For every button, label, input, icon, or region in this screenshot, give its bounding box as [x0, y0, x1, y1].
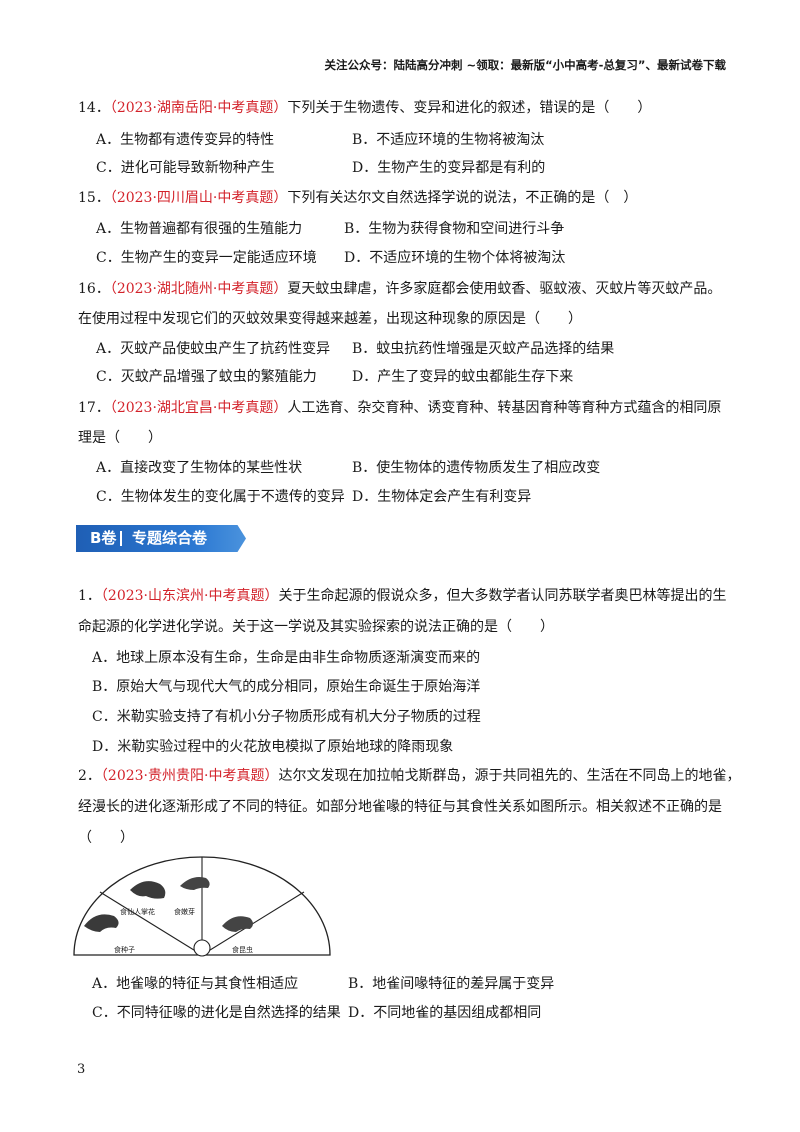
b1-option-a: A．地球上原本没有生命，生命是由非生命物质逐渐演变而来的 — [92, 650, 481, 666]
q17-option-a: A．直接改变了生物体的某些性状 — [96, 460, 303, 476]
question-17-stem-line2: 理是（ ） — [78, 430, 162, 446]
finch-head-icon — [222, 916, 253, 932]
b1-option-b: B．原始大气与现代大气的成分相同，原始生命诞生于原始海洋 — [92, 679, 481, 695]
b2-option-c: C．不同特征喙的进化是自然选择的结果 — [92, 1005, 341, 1021]
question-text: 下列有关达尔文自然选择学说的说法，不正确的是（ ） — [287, 190, 638, 206]
question-text: 达尔文发现在加拉帕戈斯群岛，源于共同祖先的、生活在不同岛上的地雀， — [278, 768, 741, 784]
question-text: 下列关于生物遗传、变异和进化的叙述，错误的是（ ） — [287, 100, 652, 116]
question-source: （2023·湖北随州·中考真题） — [109, 281, 288, 297]
q17-option-c: C．生物体发生的变化属于不遗传的变异 — [96, 489, 345, 505]
page-number: 3 — [77, 1062, 86, 1077]
divider-line — [201, 891, 305, 956]
figure-label: 食昆虫 — [232, 945, 253, 954]
finch-head-icon — [84, 914, 119, 932]
q16-option-c: C．灭蚊产品增强了蚊虫的繁殖能力 — [96, 369, 317, 385]
center-circle — [193, 939, 211, 957]
question-source: （2023·湖南岳阳·中考真题） — [109, 100, 288, 116]
q16-option-b: B．蚊虫抗药性增强是灭蚊产品选择的结果 — [352, 341, 615, 357]
q15-option-d: D．不适应环境的生物个体将被淘汰 — [344, 250, 566, 266]
question-number: 1． — [78, 588, 101, 604]
b1-option-c: C．米勒实验支持了有机小分子物质形成有机大分子物质的过程 — [92, 709, 481, 725]
question-16-stem-line2: 在使用过程中发现它们的灭蚊效果变得越来越差，出现这种现象的原因是（ ） — [78, 311, 582, 327]
question-b1-stem: 1．（2023·山东滨州·中考真题）关于生命起源的假说众多，但大多数学者认同苏联… — [78, 586, 726, 606]
banner-divider — [120, 531, 122, 546]
q17-option-b: B．使生物体的遗传物质发生了相应改变 — [352, 460, 601, 476]
banner-label: B卷 — [90, 529, 117, 547]
q16-option-d: D．产生了变异的蚊虫都能生存下来 — [352, 369, 574, 385]
figure-label: 食嫩芽 — [174, 907, 195, 916]
question-text: 人工选育、杂交育种、诱变育种、转基因育种等育种方式蕴含的相同原 — [287, 400, 722, 416]
figure-label: 食种子 — [114, 945, 135, 954]
q14-option-a: A．生物都有遗传变异的特性 — [96, 132, 275, 148]
q14-option-d: D．生物产生的变异都是有利的 — [352, 160, 546, 176]
question-16-stem: 16．（2023·湖北随州·中考真题）夏天蚊虫肆虐，许多家庭都会使用蚊香、驱蚊液… — [78, 279, 721, 299]
question-number: 15． — [78, 190, 110, 206]
q17-option-d: D．生物体定会产生有利变异 — [352, 489, 532, 505]
question-source: （2023·山东滨州·中考真题） — [100, 588, 279, 604]
question-source: （2023·贵州贵阳·中考真题） — [100, 768, 279, 784]
q16-option-a: A．灭蚊产品使蚊虫产生了抗药性变异 — [96, 341, 331, 357]
page-header: 关注公众号：陆陆高分冲刺 ~领取：最新版“小中高考-总复习”、最新试卷下载 — [324, 58, 726, 72]
finch-beak-diagram: 食仙人掌花 食嫩芽 食种子 食昆虫 — [73, 856, 331, 957]
question-number: 2． — [78, 768, 101, 784]
figure-label: 食仙人掌花 — [120, 907, 155, 916]
question-number: 17． — [78, 400, 110, 416]
question-15-stem: 15．（2023·四川眉山·中考真题）下列有关达尔文自然选择学说的说法，不正确的… — [78, 188, 637, 208]
finch-head-icon — [130, 881, 166, 899]
q15-option-a: A．生物普遍都有很强的生殖能力 — [96, 221, 303, 237]
question-b1-stem-line2: 命起源的化学进化学说。关于这一学说及其实验探索的说法正确的是（ ） — [78, 619, 554, 635]
q15-option-c: C．生物产生的变异一定能适应环境 — [96, 250, 317, 266]
question-source: （2023·四川眉山·中考真题） — [109, 190, 288, 206]
b1-option-d: D．米勒实验过程中的火花放电模拟了原始地球的降雨现象 — [92, 739, 454, 755]
question-source: （2023·湖北宜昌·中考真题） — [109, 400, 288, 416]
banner-title: 专题综合卷 — [132, 529, 208, 547]
question-number: 14． — [78, 100, 110, 116]
question-b2-stem: 2．（2023·贵州贵阳·中考真题）达尔文发现在加拉帕戈斯群岛，源于共同祖先的、… — [78, 766, 740, 786]
b2-option-a: A．地雀喙的特征与其食性相适应 — [92, 976, 299, 992]
q14-option-c: C．进化可能导致新物种产生 — [96, 160, 275, 176]
q15-option-b: B．生物为获得食物和空间进行斗争 — [344, 221, 565, 237]
q14-option-b: B．不适应环境的生物将被淘汰 — [352, 132, 545, 148]
b2-option-d: D．不同地雀的基因组成都相同 — [348, 1005, 542, 1021]
question-text: 夏天蚊虫肆虐，许多家庭都会使用蚊香、驱蚊液、灭蚊片等灭蚊产品。 — [287, 281, 722, 297]
divider-line — [99, 891, 203, 956]
question-b2-stem-line3: （ ） — [78, 830, 134, 846]
question-number: 16． — [78, 281, 110, 297]
question-text: 关于生命起源的假说众多，但大多数学者认同苏联学者奥巴林等提出的生 — [278, 588, 727, 604]
question-b2-stem-line2: 经漫长的进化逐渐形成了不同的特征。如部分地雀喙的特征与其食性关系如图所示。相关叙… — [78, 799, 722, 815]
question-17-stem: 17．（2023·湖北宜昌·中考真题）人工选育、杂交育种、诱变育种、转基因育种等… — [78, 398, 721, 418]
b2-option-b: B．地雀间喙特征的差异属于变异 — [348, 976, 555, 992]
finch-head-icon — [180, 877, 210, 890]
question-14-stem: 14．（2023·湖南岳阳·中考真题）下列关于生物遗传、变异和进化的叙述，错误的… — [78, 98, 651, 118]
section-banner: B卷 专题综合卷 — [76, 525, 246, 552]
